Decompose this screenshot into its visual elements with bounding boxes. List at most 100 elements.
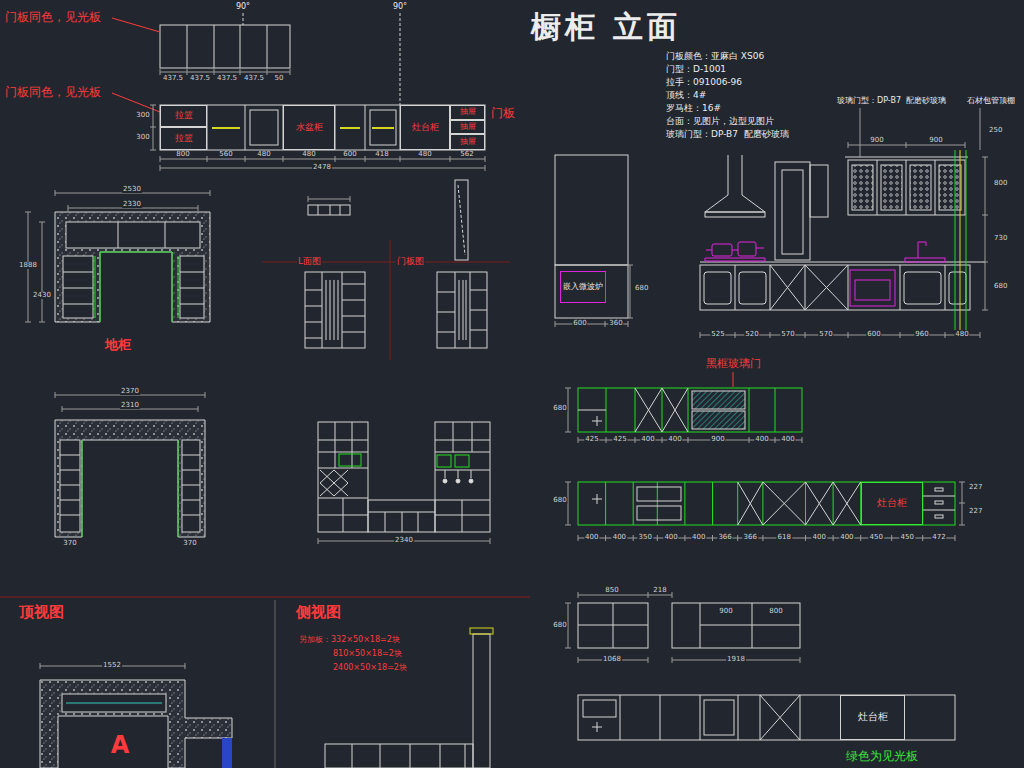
floor-cabinet-second-view bbox=[55, 392, 205, 412]
dimension-text: 370 bbox=[62, 540, 77, 547]
cell-text: 水盆柜 bbox=[296, 123, 323, 132]
dimension-text: 900 bbox=[869, 137, 884, 144]
kitchen-elevation bbox=[860, 108, 980, 158]
base-cabinet-elevation bbox=[760, 695, 800, 740]
floor-cabinet-top-view bbox=[66, 222, 200, 248]
kitchen-elevation bbox=[770, 265, 848, 310]
floor-cabinet-top-view bbox=[25, 190, 210, 322]
upper-cabinet-plan bbox=[112, 18, 160, 112]
visible-panel-elevation bbox=[592, 494, 602, 504]
dimension-text: 618 bbox=[777, 534, 792, 541]
appliance-symbol bbox=[918, 242, 926, 258]
glass-door-elevation bbox=[578, 388, 688, 432]
note-text: 门板同色，见光板 bbox=[4, 11, 102, 23]
note-text: 门板颜色：亚麻白 XS06 bbox=[665, 52, 765, 61]
detail-sketches bbox=[437, 272, 487, 348]
tall-unit-elevation bbox=[318, 538, 490, 544]
dimension-text: 227 bbox=[968, 484, 983, 491]
dimension-text: 900 bbox=[710, 436, 725, 443]
dimension-text: 400 bbox=[584, 534, 599, 541]
kitchen-elevation bbox=[881, 165, 902, 210]
note-text: 90° bbox=[392, 3, 408, 11]
detail-sketches bbox=[308, 205, 350, 215]
tall-unit-elevation bbox=[456, 479, 460, 483]
dimension-text: 1552 bbox=[102, 662, 122, 669]
top-and-side-view bbox=[0, 597, 530, 768]
kitchen-elevation bbox=[910, 165, 931, 210]
small-cabinet-elevation bbox=[700, 603, 800, 648]
upper-cabinet-plan bbox=[187, 25, 267, 68]
tall-unit-elevation bbox=[320, 470, 348, 496]
cell-text: 抽屉 bbox=[460, 138, 476, 146]
top-and-side-view bbox=[470, 628, 493, 634]
kitchen-elevation bbox=[949, 272, 966, 304]
dimension-text: 2340 bbox=[394, 537, 414, 544]
small-cabinet-elevation bbox=[565, 592, 800, 663]
base-cabinet-plan bbox=[150, 105, 485, 171]
detail-sketches bbox=[318, 205, 340, 215]
tall-unit-elevation bbox=[368, 512, 435, 532]
floor-cabinet-second-view bbox=[55, 392, 205, 537]
visible-panel-elevation bbox=[935, 515, 943, 518]
dimension-text: 250 bbox=[988, 127, 1003, 134]
dimension-text: 800 bbox=[993, 180, 1008, 187]
cabinet-cell: 灶台柜 bbox=[840, 695, 905, 740]
base-cabinet-plan bbox=[160, 105, 485, 150]
cabinet-cell: 抽屉 bbox=[450, 134, 485, 150]
cell-text: 拉篮 bbox=[175, 111, 193, 120]
dimension-text: 480 bbox=[954, 331, 969, 338]
kitchen-elevation bbox=[982, 157, 988, 310]
tall-unit-elevation bbox=[443, 479, 447, 483]
kitchen-elevation bbox=[555, 265, 633, 327]
base-cabinet-elevation bbox=[578, 695, 955, 740]
kitchen-elevation bbox=[852, 165, 873, 210]
dimension-text: 300 bbox=[135, 134, 150, 141]
base-cabinet-plan bbox=[250, 110, 278, 145]
top-and-side-view bbox=[40, 680, 232, 768]
dimension-text: 960 bbox=[914, 331, 929, 338]
dimension-text: 1888 bbox=[18, 262, 38, 269]
dimension-text: 2370 bbox=[120, 388, 140, 395]
dimension-text: 472 bbox=[931, 534, 946, 541]
note-text: 绿色为见光板 bbox=[845, 750, 919, 762]
dimension-text: 400 bbox=[663, 534, 678, 541]
small-cabinet-elevation bbox=[578, 603, 648, 648]
dimension-text: 50 bbox=[274, 75, 285, 82]
tall-unit-elevation bbox=[445, 470, 471, 478]
kitchen-elevation bbox=[700, 265, 970, 310]
dimension-text: 520 bbox=[744, 331, 759, 338]
kitchen-elevation bbox=[705, 155, 765, 212]
glass-door-elevation bbox=[606, 388, 775, 432]
dimension-text: 525 bbox=[710, 331, 725, 338]
dimension-text: 2530 bbox=[122, 186, 142, 193]
dimension-text: 800 bbox=[175, 151, 190, 158]
tall-unit-elevation bbox=[339, 454, 361, 466]
note-text: 侧视图 bbox=[295, 605, 342, 620]
dimension-text: 1068 bbox=[602, 656, 622, 663]
kitchen-elevation bbox=[735, 265, 945, 310]
tall-unit-elevation bbox=[368, 500, 435, 532]
cell-text: 灶台柜 bbox=[858, 712, 888, 723]
note-text: 玻璃门型：DP-B7 配磨砂玻璃 bbox=[836, 97, 947, 105]
dimension-text: 570 bbox=[818, 331, 833, 338]
detail-sketches bbox=[455, 180, 468, 260]
dimension-text: 218 bbox=[652, 587, 667, 594]
cell-text: 拉篮 bbox=[175, 134, 193, 143]
small-cabinet-elevation bbox=[565, 592, 800, 663]
kitchen-elevation bbox=[775, 162, 810, 260]
detail-sketches bbox=[262, 240, 510, 360]
visible-panel-elevation bbox=[606, 482, 923, 525]
kitchen-elevation bbox=[877, 160, 935, 215]
dimension-text: 730 bbox=[993, 235, 1008, 242]
floor-cabinet-top-view bbox=[63, 256, 93, 318]
visible-panel-elevation bbox=[935, 488, 943, 491]
dimension-text: 437.5 bbox=[189, 75, 211, 82]
dimension-text: 680 bbox=[993, 283, 1008, 290]
appliance-symbol bbox=[712, 244, 732, 256]
detail-sketches bbox=[437, 272, 487, 348]
dimension-text: 300 bbox=[135, 112, 150, 119]
dimension-text: 560 bbox=[218, 151, 233, 158]
dimension-text: 425 bbox=[612, 436, 627, 443]
detail-sketches bbox=[262, 180, 510, 360]
